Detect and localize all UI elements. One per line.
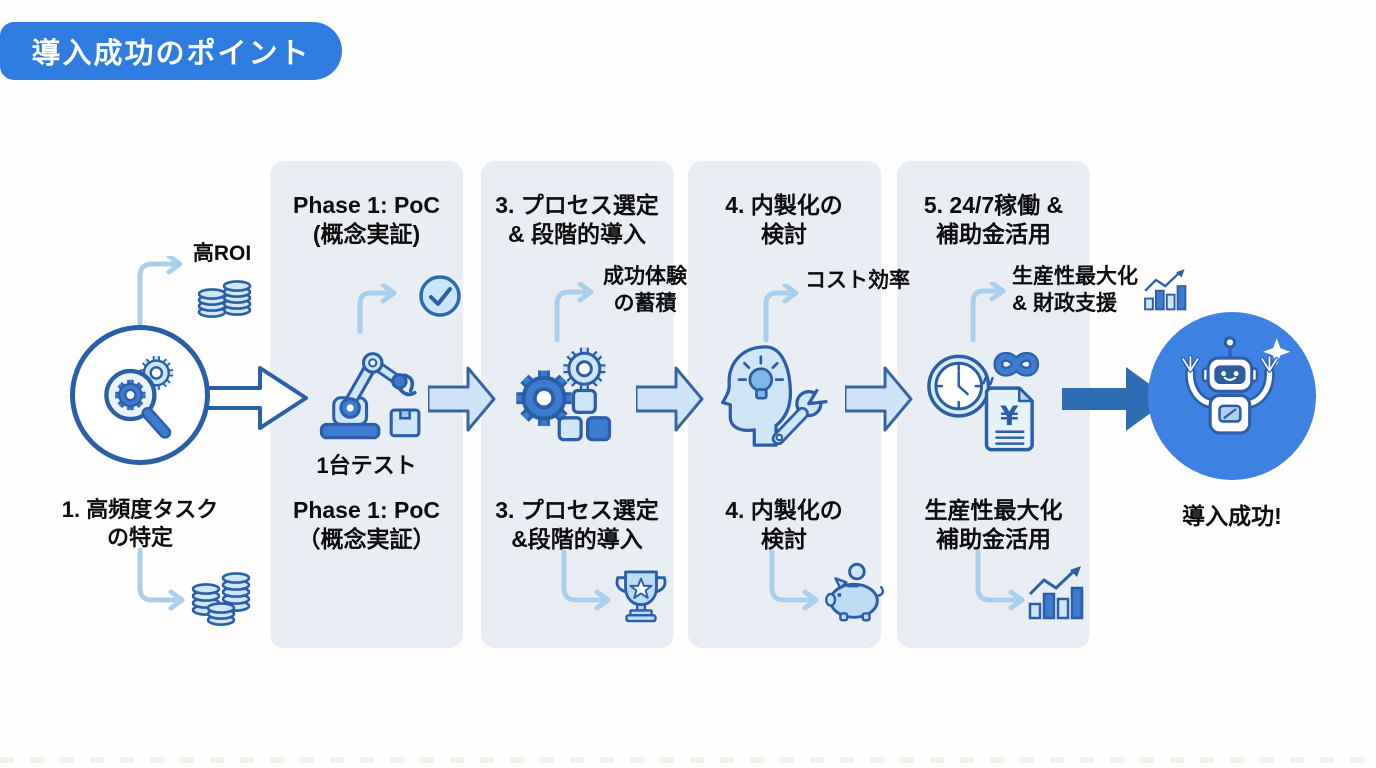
growth-chart-icon — [1028, 566, 1084, 620]
phase1-footer: Phase 1: PoC （概念実証） — [293, 497, 440, 553]
phase2-annotation-arrow-icon — [554, 282, 594, 342]
goal-node-circle — [1148, 312, 1316, 480]
happy-robot-icon — [1181, 336, 1291, 435]
phase1-header: Phase 1: PoC (概念実証) — [293, 192, 440, 248]
title-badge: 導入成功のポイント — [0, 22, 342, 80]
coins-stack-icon — [191, 572, 251, 626]
phase4-annotation: 生産性最大化 & 財政支援 — [1012, 265, 1138, 315]
phase4-down-arrow-icon — [975, 550, 1025, 611]
phase2-footer: 3. プロセス選定 &段階的導入 — [495, 497, 659, 553]
trophy-icon — [615, 570, 667, 623]
roi-label: 高ROI — [192, 242, 252, 265]
check-curved-arrow-icon — [357, 284, 397, 334]
roi-curved-arrow-icon — [137, 256, 183, 332]
flow-arrow-icon — [428, 366, 496, 432]
flow-arrow-solid-icon — [1062, 367, 1170, 431]
flow-arrow-icon — [636, 366, 704, 432]
phase4-annotation-arrow-icon — [970, 282, 1006, 342]
phase2-header: 3. プロセス選定 & 段階的導入 — [495, 192, 659, 248]
robot-arm-icon — [319, 352, 421, 440]
start-down-curved-arrow-icon — [137, 548, 185, 611]
svg-text:¥: ¥ — [1000, 401, 1019, 432]
piggy-bank-icon — [825, 562, 885, 622]
phase3-footer: 4. 内製化の 検討 — [725, 497, 843, 553]
head-idea-wrench-icon — [721, 345, 828, 447]
check-circle-icon — [419, 275, 461, 317]
goal-label: 導入成功! — [1182, 503, 1282, 529]
gears-blocks-icon — [508, 340, 612, 442]
start-node-circle — [70, 325, 210, 465]
phase1-icon-caption: 1台テスト — [316, 453, 417, 478]
clock-infinity-invoice-icon: ¥ — [927, 351, 1040, 452]
bottom-texture-line — [0, 757, 1376, 763]
flow-arrow-icon — [845, 366, 913, 432]
growth-chart-icon — [1144, 269, 1187, 311]
phase4-footer: 生産性最大化 補助金活用 — [924, 497, 1063, 553]
phase3-annotation: コスト効率 — [805, 269, 910, 292]
phase3-header: 4. 内製化の 検討 — [725, 192, 843, 248]
phase3-down-arrow-icon — [769, 550, 819, 611]
phase2-down-arrow-icon — [561, 550, 611, 611]
phase4-header: 5. 24/7稼働 & 補助金活用 — [923, 192, 1064, 248]
phase3-annotation-arrow-icon — [763, 284, 799, 342]
task-analysis-icon — [104, 347, 188, 439]
page-title: 導入成功のポイント — [31, 38, 311, 70]
coins-icon — [197, 280, 252, 318]
start-node-caption: 1. 高頻度タスク の特定 — [61, 497, 219, 551]
phase2-annotation: 成功体験 の蓄積 — [603, 265, 687, 315]
